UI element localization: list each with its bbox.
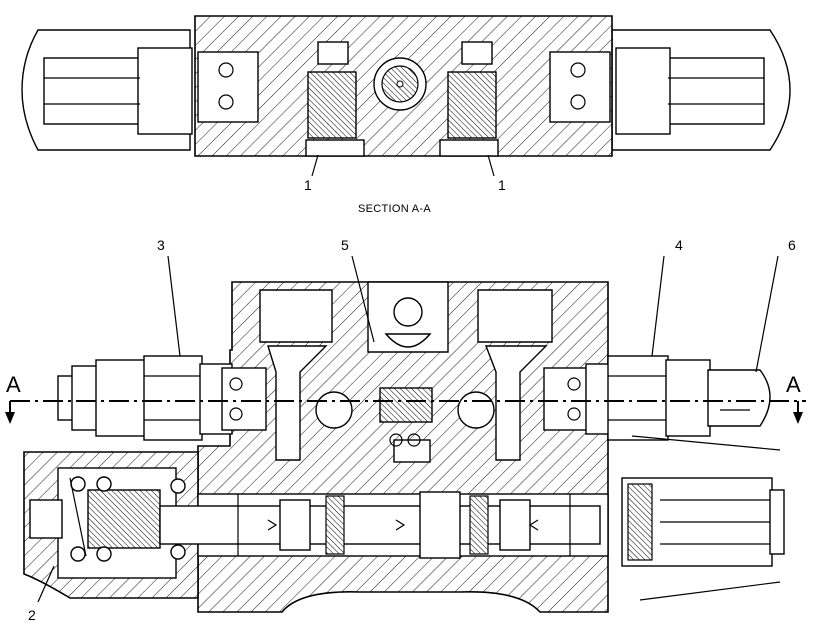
port-left [259,289,333,343]
return-spring-coils [69,476,186,562]
left-bore [197,51,259,123]
callout-3: 3 [157,237,165,253]
callout-5: 5 [341,237,349,253]
center-check-spring [379,387,433,423]
leader-5 [351,255,375,343]
leader-6 [755,255,779,373]
left-coil [221,367,267,431]
right-nut [615,47,671,135]
passage-left [267,345,328,461]
right-cap-body [667,57,765,125]
leader-3 [167,255,181,357]
left-check-spring [307,71,357,139]
callout-4: 4 [675,237,683,253]
section-marker-left: A [6,372,21,397]
left-cap-body [43,57,141,125]
right-lower-cap [621,435,785,601]
main-section-view [5,255,806,613]
callout-6: 6 [788,237,796,253]
right-solenoid-assembly [543,355,771,441]
right-bore [549,51,611,123]
spring-seat [87,489,161,549]
section-caption: SECTION A-A [358,203,431,215]
left-lock-nut [71,365,99,431]
manual-override-cap [707,369,771,427]
section-marker-right: A [786,372,801,397]
right-check-spring [447,71,497,139]
spring-cap-plug [29,499,63,539]
callout-2: 2 [28,607,36,623]
port-right [477,289,553,343]
left-solenoid-nut [143,355,203,441]
left-check-plug [305,139,365,157]
passage-right [484,345,548,461]
right-solenoid-nut [607,355,669,441]
left-nut [137,47,193,135]
callout-1-left: 1 [304,177,312,193]
right-check-plug [439,139,499,157]
spool [159,505,601,545]
left-solenoid-assembly [57,355,267,441]
leader-2 [37,565,55,603]
callout-1-right: 1 [498,177,506,193]
right-coil [543,367,589,431]
top-section-view [21,15,791,177]
leader-4 [651,255,665,357]
